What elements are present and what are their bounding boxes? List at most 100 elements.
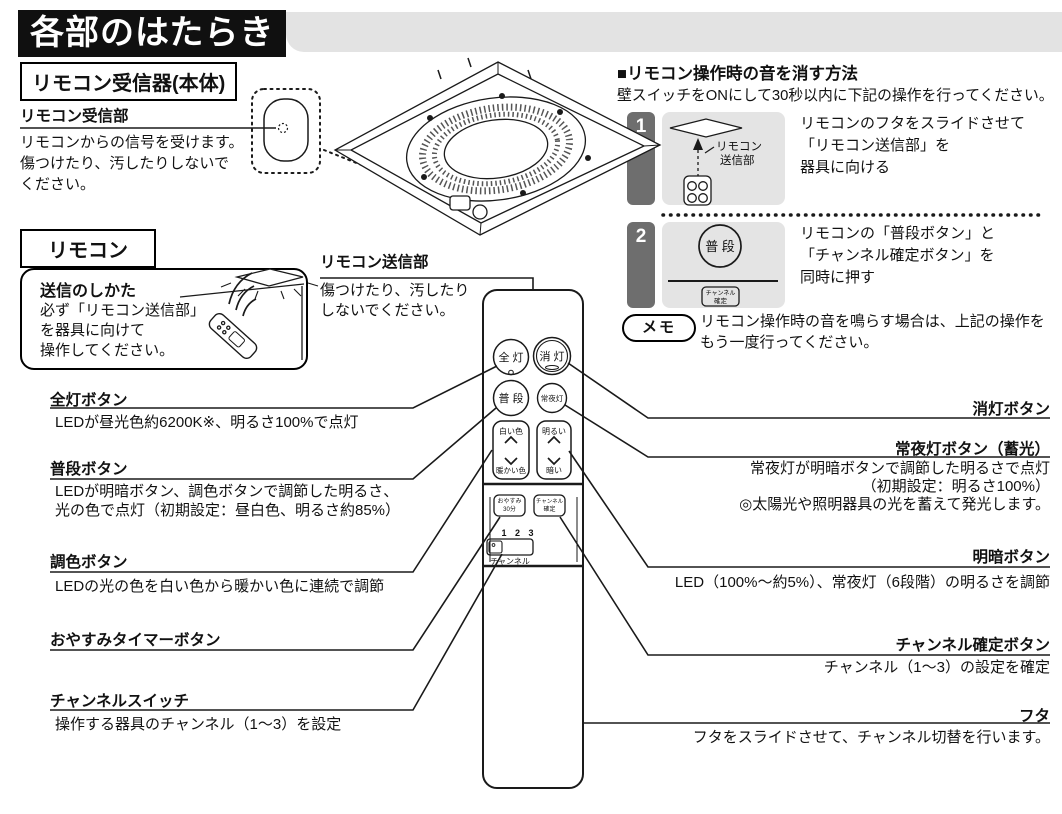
callout-label-shoto: 消灯ボタン <box>972 401 1050 418</box>
desc-line: LEDが明暗ボタン、調色ボタンで調節した明るさ、 <box>55 483 399 500</box>
step2-diagram <box>668 224 778 307</box>
compartment-rails <box>489 497 578 562</box>
step1-line: 器具に向ける <box>800 159 891 176</box>
remote-body <box>482 289 584 789</box>
ceiling-fixture-illustration <box>333 57 662 236</box>
memo-text: リモコン操作時の音を鳴らす場合は、上記の操作を もう一度行ってください。 <box>700 311 1045 353</box>
step1-line: 「リモコン送信部」を <box>800 137 951 154</box>
transmitter-callout-line <box>320 277 534 290</box>
zento-callout-line <box>50 365 498 409</box>
memo-badge: メモ <box>622 314 696 342</box>
chok-button-label1: チャンネル <box>536 498 564 505</box>
callout-label-meian: 明暗ボタン <box>972 549 1050 566</box>
sleep-timer-button <box>493 494 526 517</box>
howto-line: を器具に向けて <box>40 322 146 339</box>
joyato-button-label: 常夜灯 <box>541 393 564 403</box>
zento-button <box>492 338 530 376</box>
color-down-label: 暖かい色 <box>496 465 526 475</box>
sleep-timer-callout-line <box>50 516 501 651</box>
callout-desc-meian: LED（100%～約5%）、常夜灯（6段階）の明るさを調節 <box>674 574 1050 591</box>
howto-title: 送信のしかた <box>40 283 137 300</box>
bright-up-label: 明るい <box>542 427 566 436</box>
step1-line: リモコンのフタをスライドさせて <box>800 115 1026 132</box>
meian-callout-line <box>568 450 1050 568</box>
callout-lines-left <box>50 365 503 711</box>
fudan-callout-line <box>50 407 497 480</box>
step2-number-badge: 2 <box>627 222 655 308</box>
mute-heading: ■リモコン操作時の音を消す方法 <box>617 65 858 83</box>
callout-desc-fudan: LEDが明暗ボタン、調色ボタンで調節した明るさ、 光の色で点灯（初期設定：昼白色… <box>55 482 400 520</box>
sleep-button-label1: おやすみ <box>497 497 521 505</box>
shoto-button <box>532 336 572 376</box>
callout-label-fudan: 普段ボタン <box>50 461 128 478</box>
transmitter-note-line: 傷つけたり、汚したり <box>320 282 470 299</box>
sleep-button-label2: 30分 <box>503 505 516 513</box>
shoto-button-label: 消 灯 <box>539 349 564 363</box>
step2-chok-label1: チャンネル <box>706 290 736 297</box>
transmitter-note-line: しないでください。 <box>320 302 455 319</box>
channel-numbers: 1 2 3 <box>501 528 536 538</box>
step2-line: 「チャンネル確定ボタン」を <box>800 247 995 264</box>
receiver-description: リモコンからの信号を受けます。 傷つけたり、汚したりしないで ください。 <box>20 132 244 195</box>
choshoku-callout-line <box>50 449 493 573</box>
joyato-callout-line <box>564 404 1050 458</box>
transmitter-label: リモコン送信部 <box>320 254 429 271</box>
channel-switch-callout-line <box>50 553 503 711</box>
bright-down-label: 暗い <box>546 465 562 475</box>
step1-diagram-label2: 送信部 <box>720 153 755 167</box>
howto-line: 操作してください。 <box>40 342 175 359</box>
channel-confirm-callout-line <box>559 516 1050 656</box>
callout-desc-channel-confirm: チャンネル（1～3）の設定を確定 <box>823 659 1050 676</box>
receiver-desc-line: リモコンからの信号を受けます。 <box>20 134 244 151</box>
callout-label-choshoku: 調色ボタン <box>50 554 128 571</box>
callout-desc-joyato: 常夜灯が明暗ボタンで調節した明るさで点灯 （初期設定：明るさ100%） ◎太陽光… <box>739 460 1050 514</box>
mute-intro: 壁スイッチをONにして30秒以内に下記の操作を行ってください。 <box>617 88 1054 104</box>
callout-desc-choshoku: LEDの光の色を白い色から暖かい色に連続で調節 <box>55 578 385 595</box>
howto-send-box: 送信のしかた 必ず「リモコン送信部」 を器具に向けて 操作してください。 <box>20 268 308 370</box>
shoto-callout-line <box>567 362 1050 419</box>
receiver-desc-line: 傷つけたり、汚したりしないで <box>20 155 229 172</box>
step1-instructions: リモコンのフタをスライドさせて 「リモコン送信部」を 器具に向ける <box>800 113 1025 179</box>
zento-button-label: 全 灯 <box>498 350 523 364</box>
fudan-button-label: 普 段 <box>498 391 523 405</box>
callout-desc-futa: フタをスライドさせて、チャンネル切替を行います。 <box>692 729 1050 746</box>
desc-line: 光の色で点灯（初期設定：昼白色、明るさ約85%） <box>55 502 401 519</box>
step2-instructions: リモコンの「普段ボタン」と 「チャンネル確定ボタン」を 同時に押す <box>800 223 995 289</box>
header-gray-band <box>286 12 1062 52</box>
receiver-window-diagram <box>251 88 321 174</box>
callout-label-futa: フタ <box>1018 708 1050 725</box>
callout-label-sleep-timer: おやすみタイマーボタン <box>50 632 221 649</box>
color-rocker-button <box>492 420 530 480</box>
callout-label-zento: 全灯ボタン <box>50 392 128 409</box>
channel-slide-switch <box>486 538 534 556</box>
callout-label-channel-confirm: チャンネル確定ボタン <box>895 637 1050 654</box>
transmitter-note: 傷つけたり、汚したり しないでください。 <box>320 281 469 321</box>
receiver-desc-line: ください。 <box>20 176 96 193</box>
remote-section-title: リモコン <box>20 229 156 268</box>
joyato-button <box>536 382 568 414</box>
channel-switch-label: チャンネル <box>490 557 530 566</box>
desc-line: （初期設定：明るさ100%） <box>861 478 1050 495</box>
memo-line: もう一度行ってください。 <box>700 334 879 351</box>
step2-line: 同時に押す <box>800 269 876 286</box>
step2-chok-label2: 確定 <box>714 296 728 305</box>
step1-diagram <box>669 118 743 206</box>
receiver-part-label: リモコン受信部 <box>20 108 129 125</box>
callout-label-joyato: 常夜灯ボタン（蓄光） <box>894 441 1050 458</box>
howto-line: 必ず「リモコン送信部」 <box>40 302 206 319</box>
callout-desc-zento: LEDが昼光色約6200K※、明るさ100%で点灯 <box>55 414 359 431</box>
step1-diagram-label1: リモコン <box>716 141 762 153</box>
fudan-button <box>492 379 530 417</box>
howto-text: 必ず「リモコン送信部」 を器具に向けて 操作してください。 <box>40 301 205 361</box>
callout-lines-right <box>559 362 1050 724</box>
color-up-label: 白い色 <box>499 426 523 436</box>
howto-send-illustration <box>179 268 319 360</box>
page-title: 各部のはたらき <box>18 10 286 57</box>
step2-line: リモコンの「普段ボタン」と <box>800 225 996 242</box>
desc-line: ◎太陽光や照明器具の光を蓄えて発光します。 <box>739 496 1050 513</box>
step2-fudan-label: 普 段 <box>705 239 735 254</box>
receiver-section-title: リモコン受信器(本体) <box>20 62 238 101</box>
desc-line: 常夜灯が明暗ボタンで調節した明るさで点灯 <box>749 460 1050 477</box>
chok-button-label2: 確定 <box>543 505 555 513</box>
